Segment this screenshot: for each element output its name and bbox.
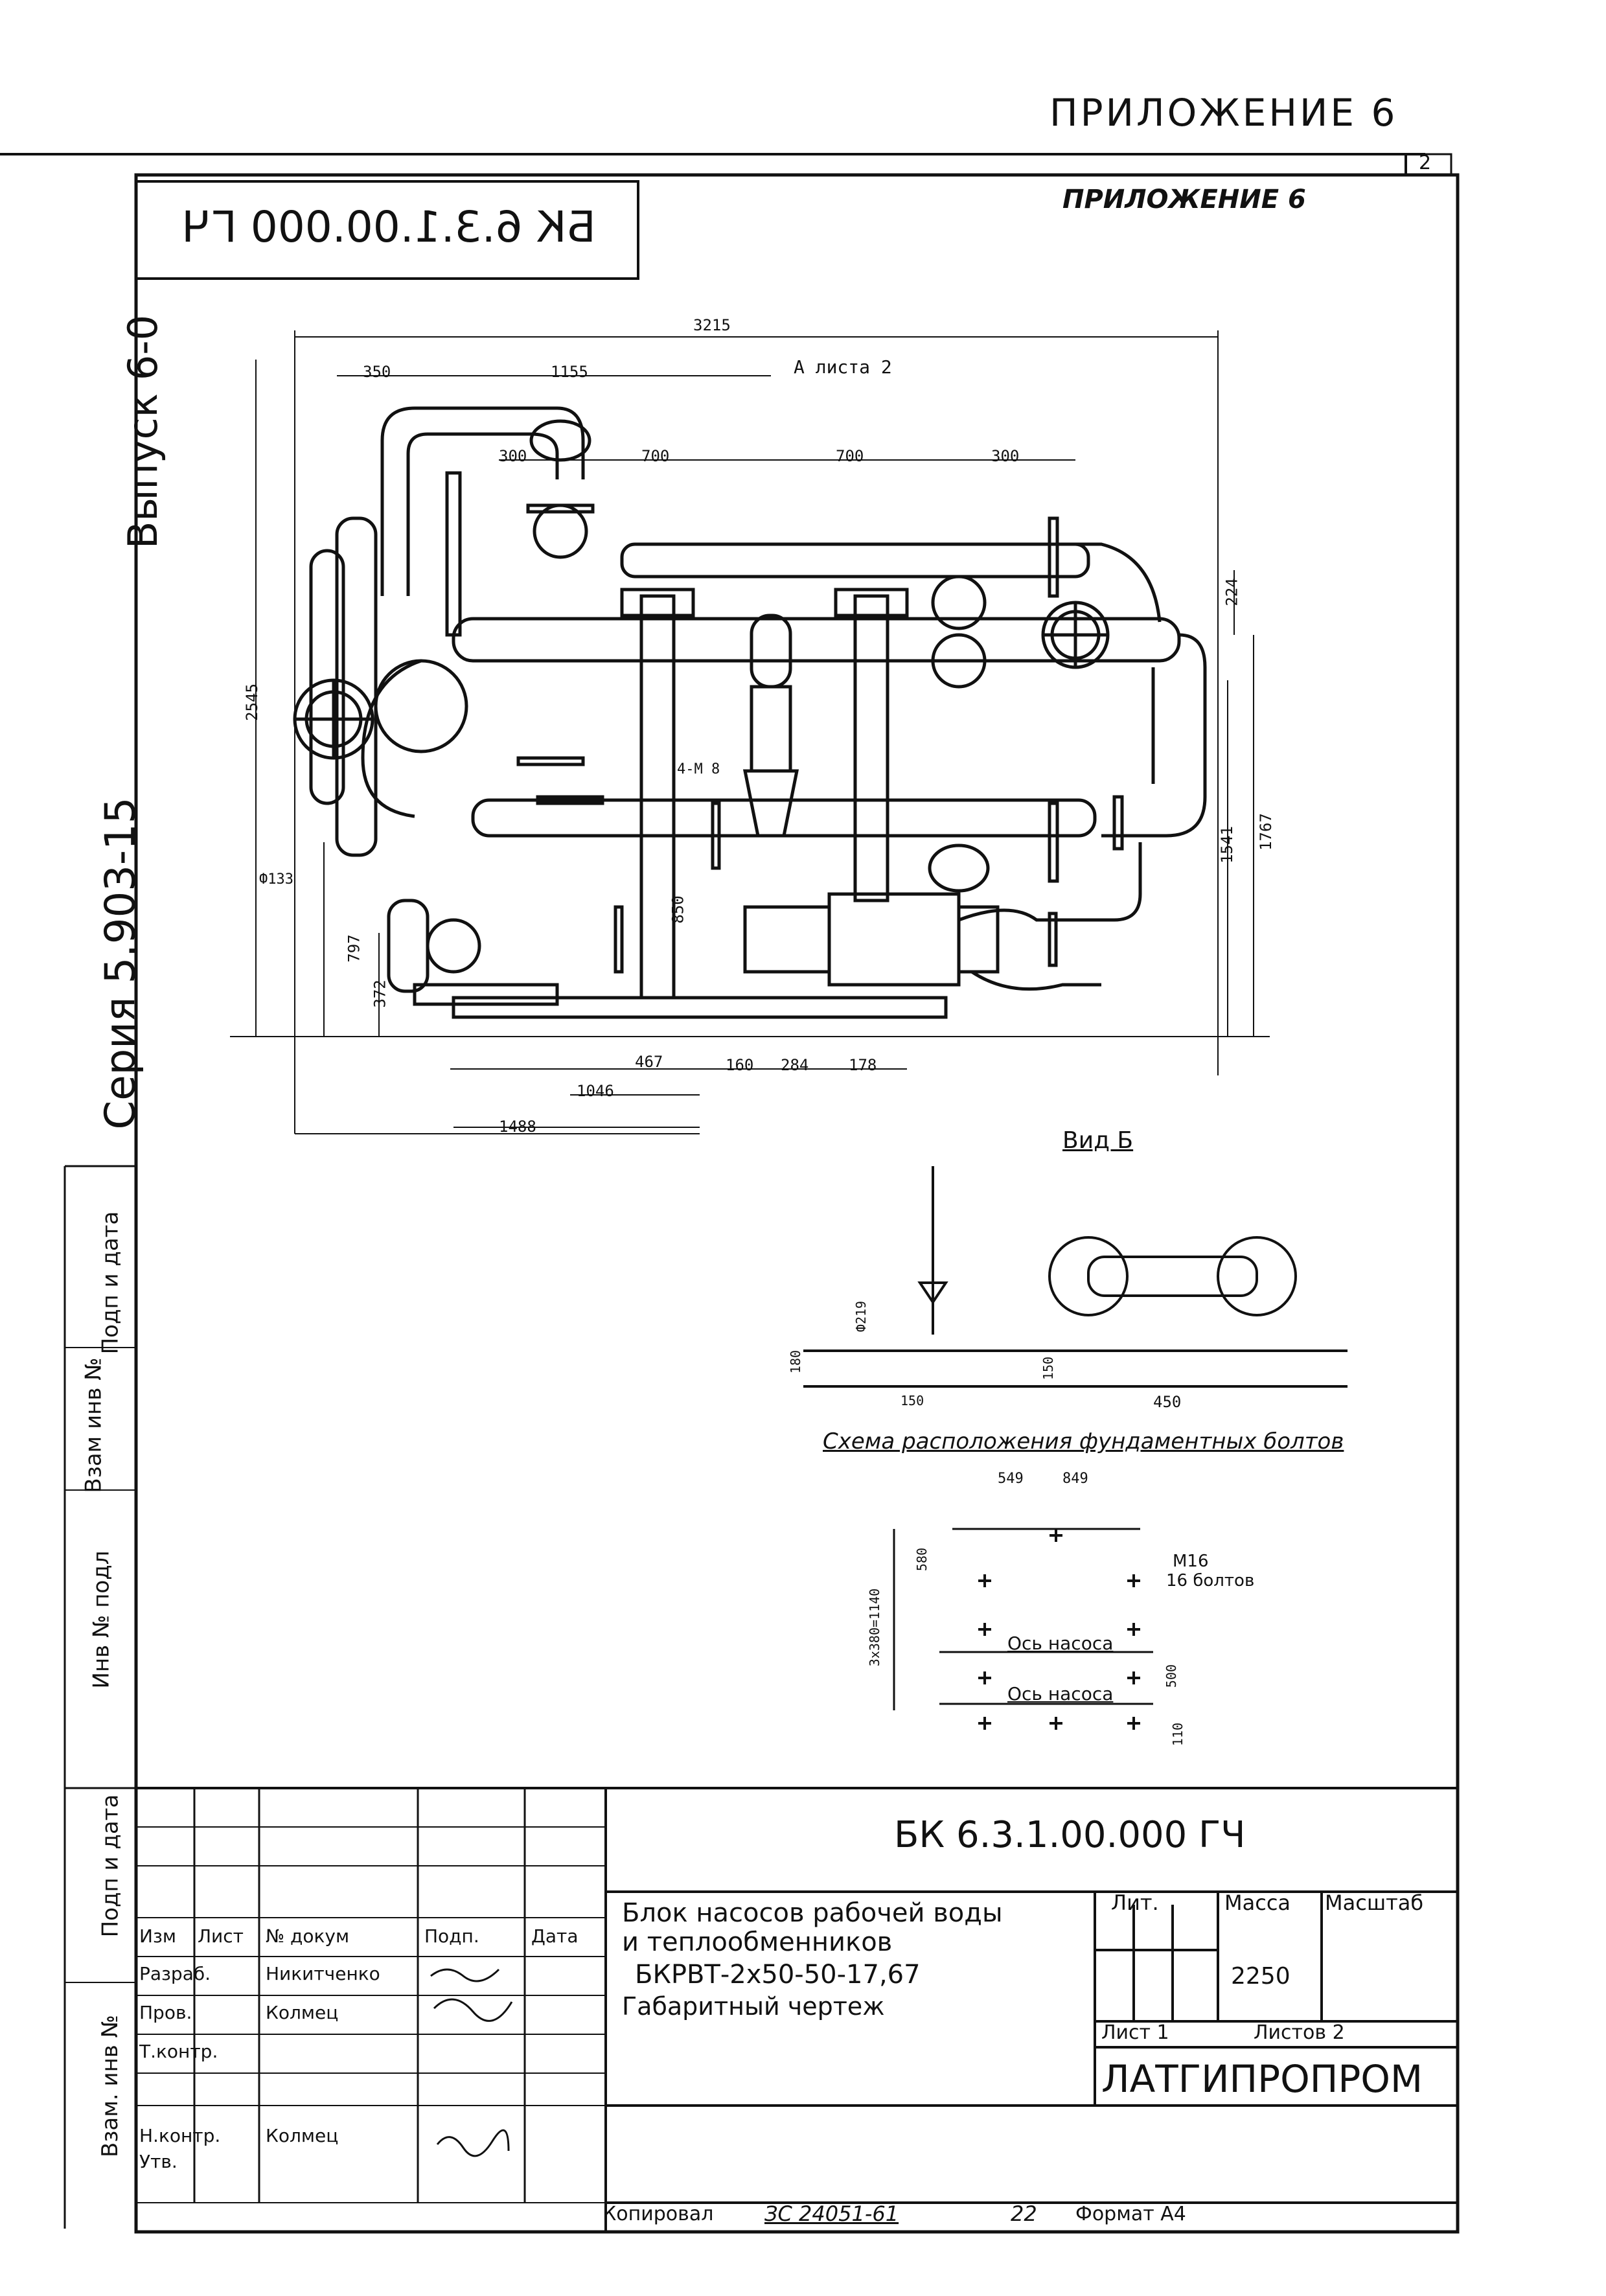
dim-160: 160 [726,1056,754,1074]
col-header-izm: Изм [139,1925,176,1947]
appendix-title-italic: ПРИЛОЖЕНИЕ 6 [1062,185,1306,214]
mass-label: Масса [1224,1890,1291,1915]
dim-467: 467 [635,1053,663,1071]
main-view-dimensions [230,330,1270,1134]
dim-300b: 300 [991,447,1020,465]
product-name-2: и теплообменников [622,1927,893,1957]
col-header-doc: № докум [266,1925,350,1947]
view-b [803,1166,1348,1388]
bolt-scheme-title: Схема расположения фундаментных болтов [823,1429,1344,1454]
organization: ЛАТГИПРОПРОМ [1101,2057,1423,2101]
dim-300a: 300 [499,447,527,465]
view-b-dim-450: 450 [1153,1393,1182,1411]
dim-700b: 700 [836,447,864,465]
role-tech-control: Т.контр. [139,2041,218,2062]
dim-1488: 1488 [499,1118,536,1136]
scale-label: Масштаб [1325,1890,1424,1915]
margin-field-5: Взам. инв № [97,2014,124,2158]
role-checked: Пров. [139,2002,192,2023]
dim-224: 224 [1222,578,1241,606]
bolt-dim-549: 549 [998,1471,1024,1487]
main-view [293,406,1207,1019]
bolt-dim-total: 3x380=1140 [867,1588,883,1667]
dim-700a: 700 [641,447,670,465]
mirrored-doc-code: БК 6.3.1.00.000 ГЧ [181,202,596,252]
dim-797: 797 [345,934,363,963]
view-b-dim-180: 180 [788,1349,804,1374]
product-name-4: Габаритный чертеж [622,1992,885,2021]
role-approved: Утв. [139,2151,178,2172]
bolt-dim-849: 849 [1062,1471,1088,1487]
view-b-dim-f219: Ф219 [853,1300,869,1333]
footer-num2: 22 [1011,2201,1037,2226]
sheet-corner-number: 2 [1419,152,1432,174]
note-view-a: А листа 2 [794,356,892,378]
dim-2545: 2545 [242,683,261,721]
dim-1767: 1767 [1256,813,1275,851]
sheet-label: Лист 1 [1101,2021,1169,2044]
bolt-callout-count: 16 болтов [1166,1571,1255,1590]
dim-3215: 3215 [693,316,731,334]
bolt-scheme [893,1528,1153,1730]
name-checked: Колмец [266,2002,339,2023]
dim-1541: 1541 [1217,826,1236,864]
dim-1155: 1155 [551,363,588,381]
margin-field-4: Подп и дата [97,1794,124,1938]
margin-field-2: Подп и дата [97,1211,124,1355]
bolt-dim-580: 580 [914,1547,930,1572]
pump-axis-2: Ось насоса [1007,1683,1114,1705]
product-name-3: БКРВТ-2х50-50-17,67 [635,1960,921,1990]
view-b-dim-150b: 150 [1040,1356,1057,1381]
dim-350: 350 [363,363,391,381]
view-b-title: Вид Б [1062,1127,1134,1154]
series-label: Серия 5.903-15 [97,797,145,1130]
signature-1 [430,1968,513,2022]
mirrored-stamp-box [135,180,639,280]
lit-label: Лит. [1111,1890,1159,1915]
appendix-title: ПРИЛОЖЕНИЕ 6 [1050,91,1398,135]
footer-format: Формат А4 [1075,2203,1186,2225]
col-header-date: Дата [531,1925,579,1947]
name-norm-control: Колмец [266,2125,339,2146]
role-norm-control: Н.контр. [139,2125,221,2146]
bolt-callout-m16: М16 [1173,1552,1209,1571]
note-f133: Ф133 [259,871,293,888]
col-header-list: Лист [198,1925,244,1947]
bolt-dim-110: 110 [1170,1722,1186,1747]
signature-2 [436,2129,510,2157]
dim-178: 178 [849,1056,877,1074]
sheets-label: Листов 2 [1254,2021,1345,2044]
dim-1046: 1046 [577,1082,614,1100]
footer-copied: Копировал [602,2203,714,2225]
product-name-1: Блок насосов рабочей воды [622,1898,1003,1928]
dim-284: 284 [781,1056,809,1074]
footer-number: ЗС 24051-61 [764,2201,899,2226]
role-developed: Разраб. [139,1963,211,1984]
view-b-dim-150a: 150 [901,1393,924,1408]
pump-axis-1: Ось насоса [1007,1633,1114,1654]
dim-372: 372 [371,980,389,1008]
bolt-dim-500: 500 [1164,1664,1180,1688]
doc-code: БК 6.3.1.00.000 ГЧ [894,1814,1246,1856]
margin-field-3: Инв № подл [88,1550,115,1689]
name-developed: Никитченко [266,1963,380,1984]
note-4m8: 4-М 8 [677,761,720,777]
dim-850: 850 [669,895,687,924]
mass-value: 2250 [1231,1963,1291,1990]
issue-label: Выпуск 6-0 [119,314,167,549]
title-block-grid [136,1787,1458,2232]
margin-field-1: Взам инв № [80,1357,107,1493]
col-header-sign: Подп. [424,1925,479,1947]
page-frame [0,153,1460,2234]
